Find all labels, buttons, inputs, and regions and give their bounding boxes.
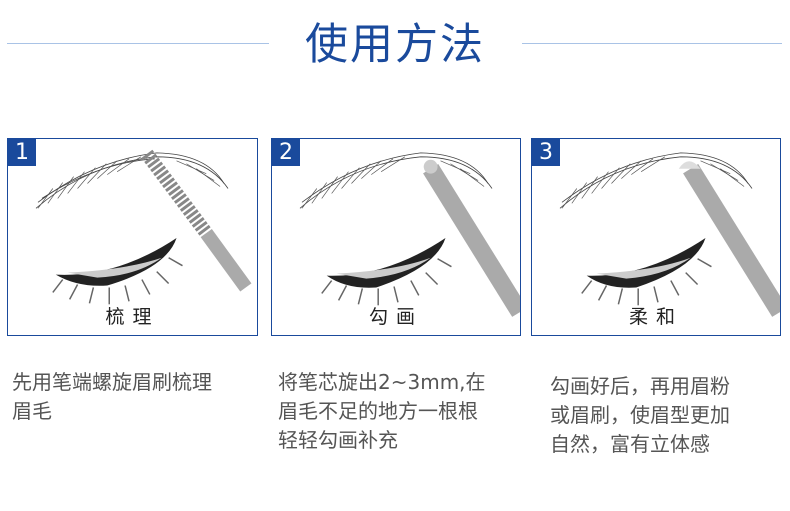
description-line: 或眉刷，使眉型更加 — [550, 403, 730, 427]
description-line: 将笔芯旋出2~3mm,在 — [278, 370, 486, 394]
eyebrow-brush-illustration — [35, 149, 252, 305]
step-number-badge: 1 — [8, 139, 36, 166]
step-caption: 梳理 — [105, 306, 160, 328]
step-caption: 勾画 — [368, 306, 423, 328]
step-number-badge: 3 — [532, 139, 560, 166]
eyebrow-sponge-illustration — [559, 152, 780, 317]
step-description-3: 勾画好后，再用眉粉 或眉刷，使眉型更加 自然，富有立体感 — [550, 372, 730, 459]
step-description-2: 将笔芯旋出2~3mm,在 眉毛不足的地方一根根 轻轻勾画补充 — [278, 368, 486, 455]
description-line: 眉毛不足的地方一根根 — [278, 399, 478, 423]
description-line: 轻轻勾画补充 — [278, 428, 398, 452]
description-line: 自然，富有立体感 — [550, 432, 710, 456]
title-divider-left — [7, 43, 269, 44]
eyebrow-pencil-illustration — [299, 152, 520, 317]
step-caption: 柔和 — [628, 306, 683, 328]
description-line: 勾画好后，再用眉粉 — [550, 374, 730, 398]
step-panel-3: 3 柔和 — [531, 138, 781, 336]
title-divider-right — [522, 43, 782, 44]
description-line: 先用笔端螺旋眉刷梳理 — [12, 370, 212, 394]
step-description-1: 先用笔端螺旋眉刷梳理 眉毛 — [12, 368, 212, 426]
page-title: 使用方法 — [305, 20, 485, 70]
step-number-badge: 2 — [272, 139, 300, 166]
step-panel-1: 1 梳理 — [7, 138, 258, 336]
description-line: 眉毛 — [12, 399, 52, 423]
step-panel-2: 2 勾画 — [271, 138, 521, 336]
